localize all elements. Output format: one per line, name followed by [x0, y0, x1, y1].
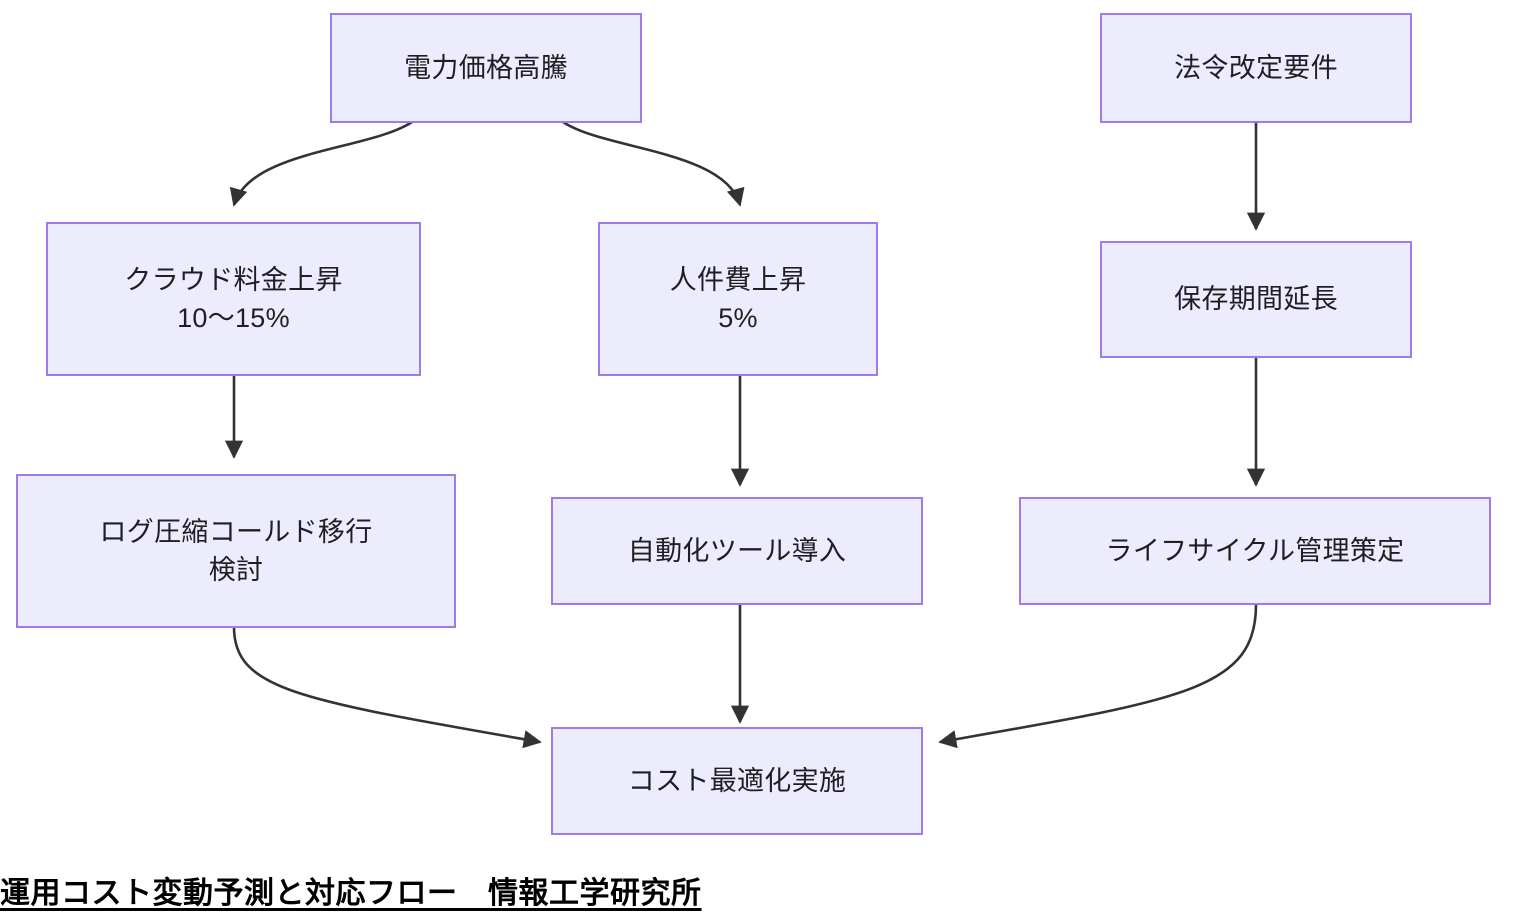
node-cloud-label: クラウド料金上昇	[124, 264, 343, 295]
node-logcold-label: ログ圧縮コールド移行	[99, 516, 373, 547]
diagram-caption: 運用コスト変動予測と対応フロー 情報工学研究所	[0, 877, 702, 910]
edge-logcold-to-costopt	[232, 626, 542, 749]
node-costopt-label: コスト最適化実施	[627, 765, 847, 796]
node-lifecycle[interactable]: ライフサイクル管理策定	[1019, 497, 1491, 605]
node-power-label: 電力価格高騰	[404, 52, 568, 83]
node-power[interactable]: 電力価格高騰	[330, 13, 642, 123]
node-lifecycle-label: ライフサイクル管理策定	[1105, 535, 1405, 566]
node-labor-value: 5%	[718, 303, 758, 333]
edge-power-to-labor	[562, 120, 745, 207]
edge-lifecycle-to-costopt	[938, 604, 1258, 749]
node-cloud[interactable]: クラウド料金上昇 10〜15%	[46, 222, 421, 376]
node-retention-label: 保存期間延長	[1174, 284, 1338, 315]
node-law-label: 法令改定要件	[1174, 52, 1338, 83]
node-logcold[interactable]: ログ圧縮コールド移行 検討	[16, 474, 456, 628]
node-law[interactable]: 法令改定要件	[1100, 13, 1412, 123]
node-cloud-value: 10〜15%	[177, 303, 290, 333]
node-costopt[interactable]: コスト最適化実施	[551, 727, 923, 835]
node-logcold-label2: 検討	[208, 555, 264, 585]
node-autotool-label: 自動化ツール導入	[627, 535, 847, 566]
node-retention[interactable]: 保存期間延長	[1100, 241, 1412, 358]
edge-power-to-cloud	[229, 120, 413, 207]
node-autotool[interactable]: 自動化ツール導入	[551, 497, 923, 605]
node-labor[interactable]: 人件費上昇 5%	[598, 222, 878, 376]
node-labor-label: 人件費上昇	[669, 264, 807, 295]
